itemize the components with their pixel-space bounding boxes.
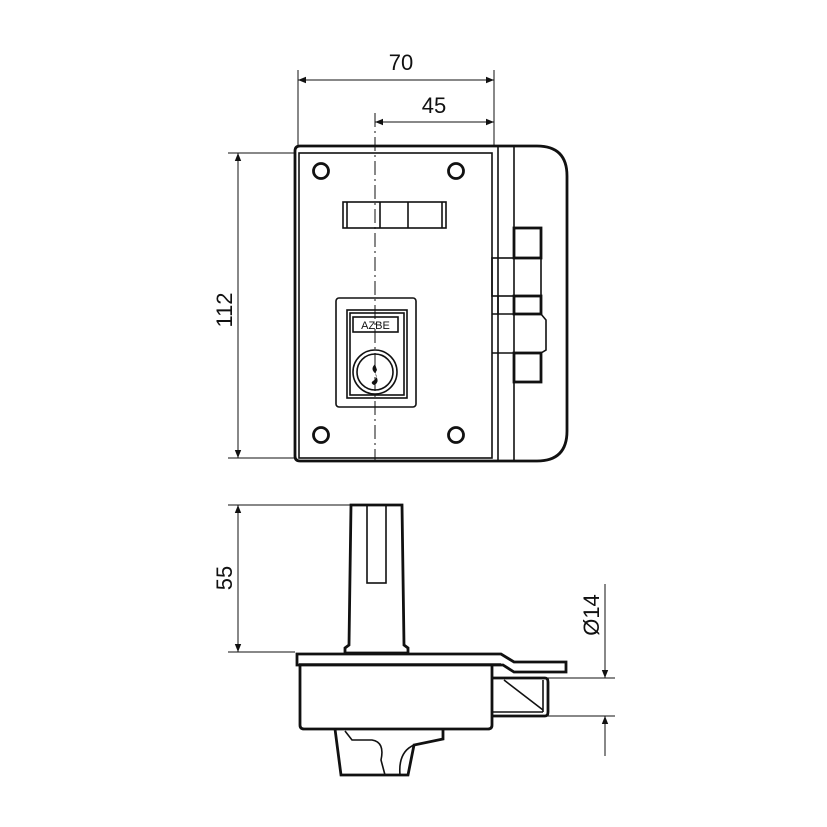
face-plate: [298, 152, 493, 459]
bolts: [491, 226, 547, 384]
bolt-side: [492, 676, 550, 718]
key-cylinder-icon: [352, 349, 398, 395]
cylinder-housing: AZBE: [335, 297, 417, 408]
front-view: AZBE: [293, 113, 569, 463]
svg-text:112: 112: [212, 292, 237, 327]
rear-boss: [333, 728, 445, 777]
keyhole-icon: [371, 364, 378, 385]
side-view: [295, 503, 568, 777]
screw-hole-icon: [312, 162, 465, 444]
svg-text:70: 70: [389, 50, 413, 75]
lock-body-outline: [293, 144, 569, 463]
svg-text:45: 45: [422, 93, 446, 118]
spindle: [343, 503, 410, 655]
mounting-plate: [295, 652, 568, 674]
dimension-diameter-14: Ø14: [548, 584, 615, 756]
dimension-112: 112: [212, 152, 295, 459]
brand-logo: AZBE: [361, 320, 390, 332]
case-body: [298, 665, 494, 731]
dimension-45: 45: [375, 93, 494, 126]
svg-text:Ø14: Ø14: [579, 594, 604, 636]
dimension-55: 55: [212, 504, 350, 653]
svg-text:55: 55: [212, 566, 237, 590]
slide-slot: [342, 201, 447, 229]
dimension-70: 70: [297, 50, 495, 146]
